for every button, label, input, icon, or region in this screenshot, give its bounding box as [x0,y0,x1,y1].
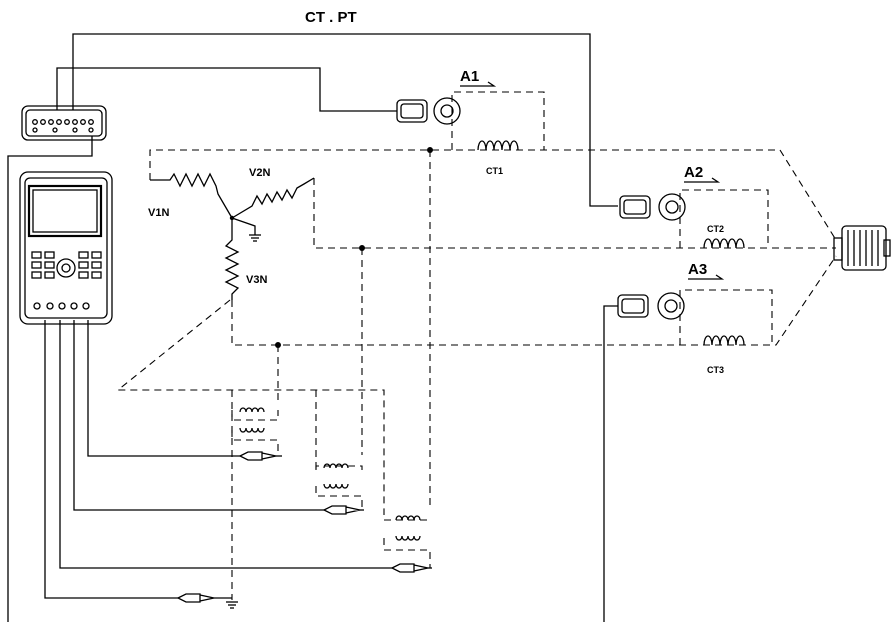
ct3-label: CT3 [707,365,724,375]
clamp-a2-label: A2 [684,164,703,181]
clamp-a2 [619,193,686,221]
ct1-label: CT1 [486,166,503,176]
bottom-ground-icon [226,601,238,609]
arrow-a2 [684,177,721,183]
pt-transformer-1 [231,407,279,456]
pt-transformer-2 [315,463,363,510]
clamp-a1 [396,97,461,125]
arrow-a3 [688,274,725,280]
arrow-a1 [460,81,497,87]
pt-transformer-3 [383,515,431,568]
diagram-title: CT . PT [305,9,357,26]
ct1-coil [477,140,519,151]
clamp-a1-label: A1 [460,68,479,85]
probe-tips [176,451,432,603]
v1n-label: V1N [148,207,169,219]
v3n-label: V3N [246,274,267,286]
input-connector-block [21,105,107,141]
motor-icon [833,225,891,271]
meter-buttons-right [78,251,102,279]
clamp-a3 [617,292,685,320]
wye-network [150,172,315,300]
meter-nav-pad [56,258,76,278]
ct3-coil [703,335,745,346]
signal-wires [7,33,618,622]
power-lines [116,91,837,600]
power-analyzer-meter [19,171,113,325]
ct2-coil [703,238,745,249]
v2n-label: V2N [249,167,270,179]
meter-input-jacks [33,302,90,310]
clamp-a3-label: A3 [688,261,707,278]
ct2-label: CT2 [707,224,724,234]
meter-buttons-left [31,251,55,279]
